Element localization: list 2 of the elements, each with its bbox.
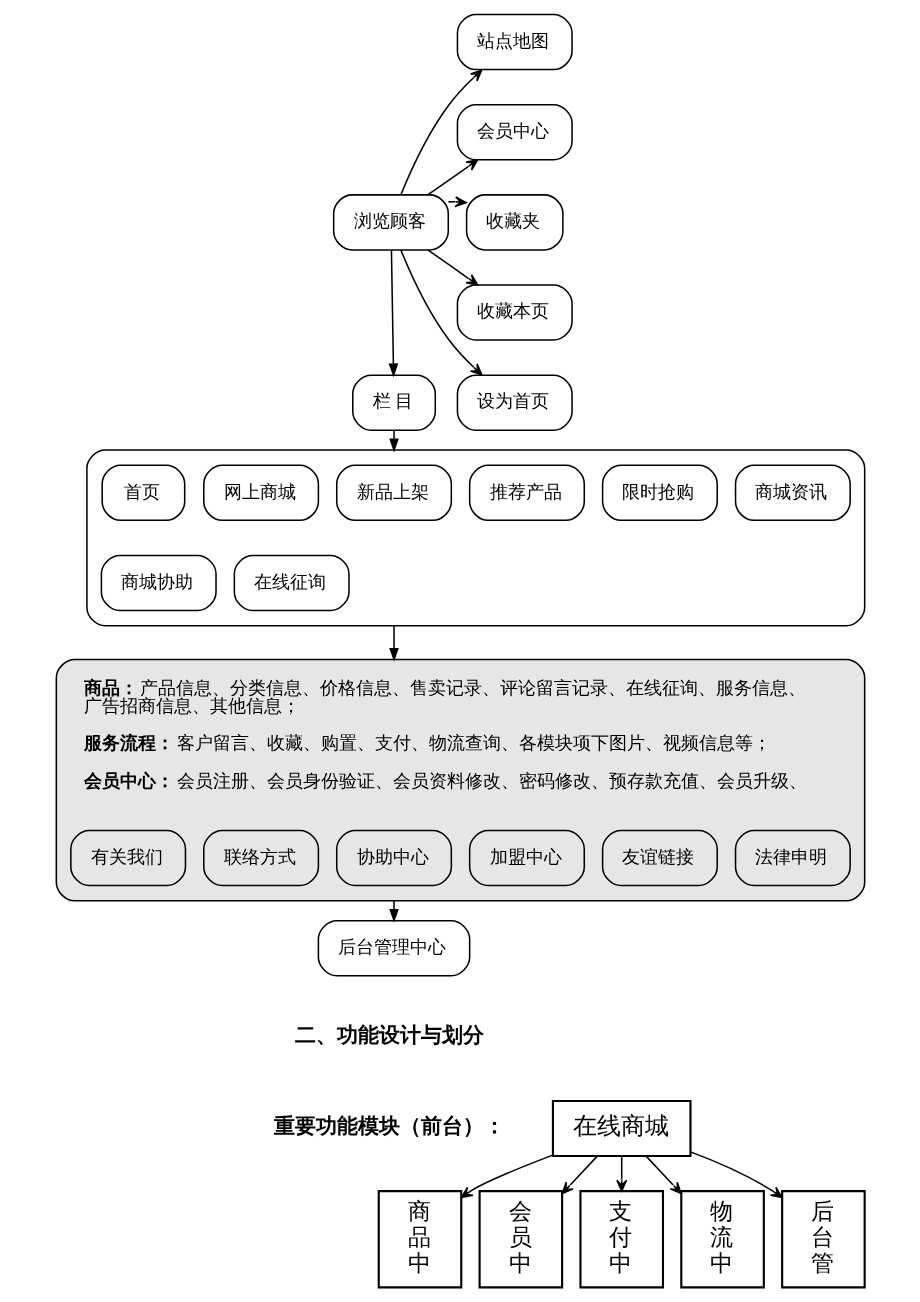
label: 重要功能模块（前台）：	[273, 1113, 505, 1138]
label: 二、功能设计与划分	[294, 1023, 484, 1048]
